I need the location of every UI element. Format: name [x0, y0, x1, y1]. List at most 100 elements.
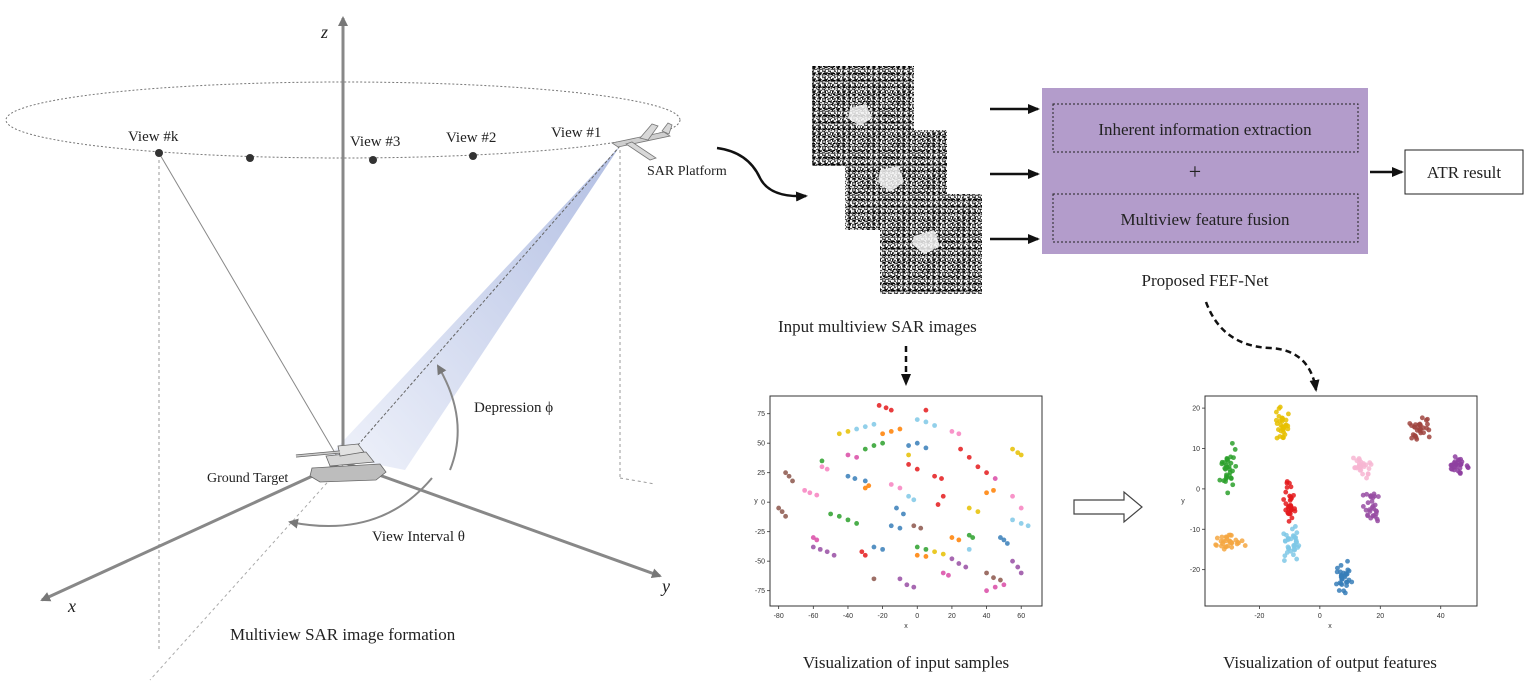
scatter-point: [1367, 460, 1373, 466]
scatter-point: [854, 426, 860, 432]
vis-input-caption: Visualization of input samples: [803, 653, 1009, 672]
scatter-point: [935, 502, 941, 507]
scatter-point: [932, 473, 937, 479]
scatter-point: [1358, 459, 1364, 465]
scatter-point: [1288, 496, 1294, 502]
scatter-point: [966, 532, 972, 538]
scatter-point: [918, 525, 924, 531]
scatter-point: [1288, 504, 1294, 510]
scatter-point: [854, 521, 860, 526]
scatter-point: [1363, 507, 1369, 513]
scatter-point: [1291, 546, 1297, 552]
scatter-point: [1360, 492, 1366, 498]
view-interval-label: View Interval θ: [372, 529, 465, 545]
scatter-point: [1001, 582, 1007, 588]
axis-label-y: y: [660, 576, 670, 596]
view-3-label: View #3: [350, 134, 400, 150]
scatter-point: [845, 452, 851, 458]
scatter-point: [1225, 490, 1231, 496]
scatter-point: [1344, 583, 1349, 589]
scatter-point: [897, 576, 903, 582]
scatter-point: [939, 476, 944, 481]
scatter-point: [845, 473, 851, 479]
y-tick-label: -10: [1190, 527, 1200, 534]
scatter-point: [871, 576, 877, 582]
scatter-point: [894, 505, 899, 511]
scatter-point: [1233, 537, 1239, 543]
scatter-point: [1358, 467, 1364, 473]
scatter-point: [786, 473, 792, 479]
scatter-point: [880, 440, 886, 446]
scatter-point: [845, 517, 851, 523]
scatter-point: [1015, 564, 1021, 570]
scatter-point: [966, 454, 972, 460]
atr-result-box: [1404, 149, 1524, 195]
scatter-point: [998, 535, 1003, 540]
view-point-3: [369, 156, 377, 164]
view-point-ellipsis: [246, 154, 254, 162]
scatter-point: [1286, 546, 1291, 551]
scatter-point: [984, 470, 989, 476]
x-tick-label: 20: [1376, 613, 1384, 620]
scatter-point: [1452, 454, 1458, 460]
curved-arrow-platform-to-images: [716, 146, 808, 202]
scatter-point: [1223, 479, 1228, 484]
scatter-point: [1229, 544, 1235, 550]
scatter-point: [914, 417, 920, 422]
scatter-point: [1458, 462, 1464, 468]
scatter-point: [831, 552, 837, 558]
scatter-point: [859, 549, 865, 555]
view-point-k: [155, 149, 163, 157]
scatter-point: [1452, 459, 1458, 465]
view-point-2: [469, 152, 477, 160]
scatter-point: [1419, 415, 1425, 421]
scatter-point: [956, 561, 962, 566]
scatter-point: [862, 424, 868, 430]
scatter-point: [1366, 466, 1372, 472]
scatter-point: [1371, 506, 1377, 512]
scatter-point: [897, 525, 903, 531]
scatter-point: [904, 582, 910, 588]
scatter-point: [923, 419, 929, 425]
scatter-point: [1417, 422, 1423, 428]
scatter-point: [1233, 463, 1239, 469]
scatter-point: [888, 523, 894, 529]
scatter-point: [1282, 553, 1288, 559]
x-tick-label: 20: [948, 613, 956, 620]
scatter-point: [807, 490, 813, 496]
scatter-point: [1287, 480, 1292, 486]
scatter-point: [975, 509, 981, 515]
scatter-point: [956, 431, 962, 437]
scatter-point: [897, 426, 903, 432]
scatter-point: [992, 584, 998, 590]
x-tick-label: 0: [915, 613, 919, 620]
fef-net-box: Inherent information extraction + Multiv…: [1042, 88, 1368, 254]
x-tick-label: -20: [878, 613, 888, 620]
scatter-point: [1292, 508, 1298, 514]
scatter-point: [1281, 497, 1287, 502]
atr-result-label: ATR result: [1427, 163, 1501, 182]
scatter-point: [1219, 534, 1225, 540]
scatter-point: [1226, 464, 1232, 470]
scatter-point: [819, 464, 825, 470]
scatter-point: [1423, 417, 1429, 423]
scatter-point: [963, 564, 969, 570]
scatter-point: [1276, 413, 1282, 419]
scatter-point: [992, 476, 998, 481]
y-tick-label: 25: [757, 470, 765, 477]
depression-label: Depression ϕ: [474, 400, 553, 416]
y-tick-label: 10: [1192, 446, 1200, 453]
depression-arc: [436, 364, 459, 471]
y-tick-label: -75: [755, 588, 765, 595]
scatter-point: [946, 572, 951, 578]
scatter-point: [862, 485, 868, 491]
scatter-point: [1346, 568, 1352, 574]
scatter-point: [1360, 471, 1365, 477]
scatter-point: [1282, 558, 1287, 563]
scatter-point: [906, 493, 911, 499]
scatter-point: [862, 478, 868, 484]
scatter-point: [940, 551, 946, 557]
x-tick-label: 0: [1318, 613, 1322, 620]
scatter-point: [1018, 452, 1024, 458]
